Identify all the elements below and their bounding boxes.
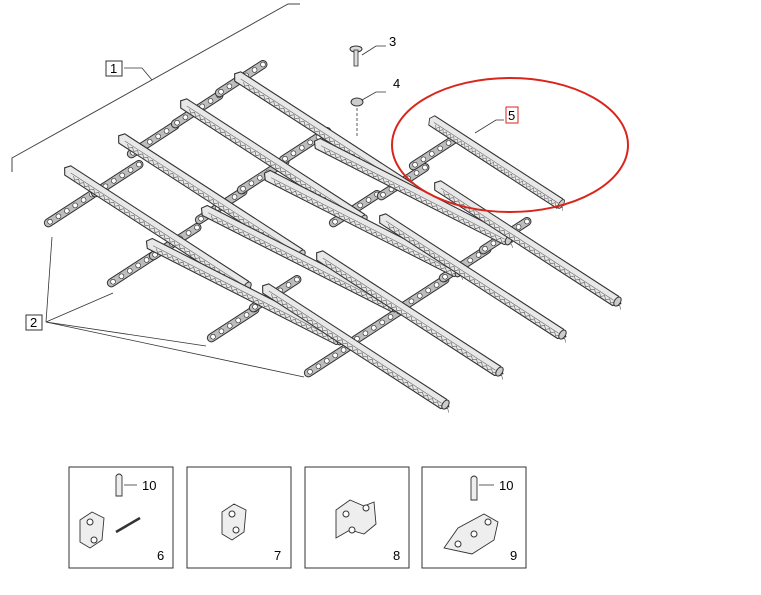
- bolt-icon: [349, 45, 363, 67]
- detail-panel-6: 10 6: [68, 466, 174, 569]
- chain-segment: [42, 188, 98, 229]
- slat-bar: [258, 281, 455, 414]
- slat-bar: [198, 203, 405, 317]
- detail-panel-9: 10 9: [421, 466, 527, 569]
- slat-bars: [60, 69, 627, 414]
- panel-6-callout: 10: [142, 478, 156, 493]
- callout-5: 5: [505, 106, 519, 124]
- callout-2-label: 2: [30, 315, 37, 330]
- callout-1-label: 1: [110, 61, 117, 76]
- panel-7-number: 7: [274, 548, 281, 563]
- detail-panel-8: 8: [304, 466, 410, 569]
- slat-bar: [430, 178, 627, 311]
- callout-1: 1: [105, 60, 123, 77]
- panel-8-number: 8: [393, 548, 400, 563]
- assembly-outline: [11, 3, 300, 172]
- panel-9-number: 9: [510, 548, 517, 563]
- panel-9-callout: 10: [499, 478, 513, 493]
- callout-2: 2: [25, 314, 43, 331]
- highlight-circle: [391, 77, 629, 213]
- callout-4-label: 4: [393, 76, 400, 91]
- callout-5-label: 5: [508, 108, 515, 123]
- slat-bar: [60, 163, 257, 296]
- slat-bar: [375, 211, 572, 344]
- nut-icon: [350, 97, 364, 138]
- slat-bar: [312, 248, 509, 381]
- panel-6-number: 6: [157, 548, 164, 563]
- leader-lines: [45, 45, 504, 378]
- callout-3-label: 3: [389, 34, 396, 49]
- detail-panel-7: 7: [186, 466, 292, 569]
